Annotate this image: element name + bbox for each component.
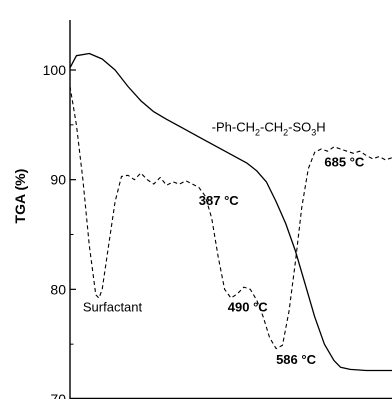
y-ticks: 70 80 90 100 <box>43 62 76 399</box>
series-line-solid <box>69 52 392 372</box>
formula-part: -Ph-CH <box>212 119 255 134</box>
y-axis-label: TGA (%) <box>12 169 28 224</box>
annotation-surfactant: Surfactant <box>83 299 143 314</box>
series-group <box>69 52 392 372</box>
formula-label: -Ph-CH2-CH2-SO3H <box>212 119 326 137</box>
formula-part: H <box>316 119 325 134</box>
formula-subscript: 2 <box>283 127 288 137</box>
y-tick-label: 90 <box>50 172 66 188</box>
y-tick-label: 70 <box>50 391 66 399</box>
formula-part: -CH <box>260 119 283 134</box>
annotation-peak-586: 586 °C <box>276 352 317 367</box>
annotation-peak-490: 490 °C <box>228 299 269 314</box>
formula-subscript: 2 <box>255 127 260 137</box>
annotation-peak-387: 387 °C <box>199 193 240 208</box>
formula-subscript: 3 <box>311 127 316 137</box>
axes <box>69 20 392 399</box>
formula-part: -SO <box>288 119 311 134</box>
annotations: Surfactant 387 °C 490 °C 586 °C 685 °C <box>83 155 365 367</box>
y-tick-label: 80 <box>50 281 66 297</box>
series-line-dashed <box>69 86 392 350</box>
annotation-peak-685: 685 °C <box>324 155 365 170</box>
y-tick-label: 100 <box>43 62 67 78</box>
